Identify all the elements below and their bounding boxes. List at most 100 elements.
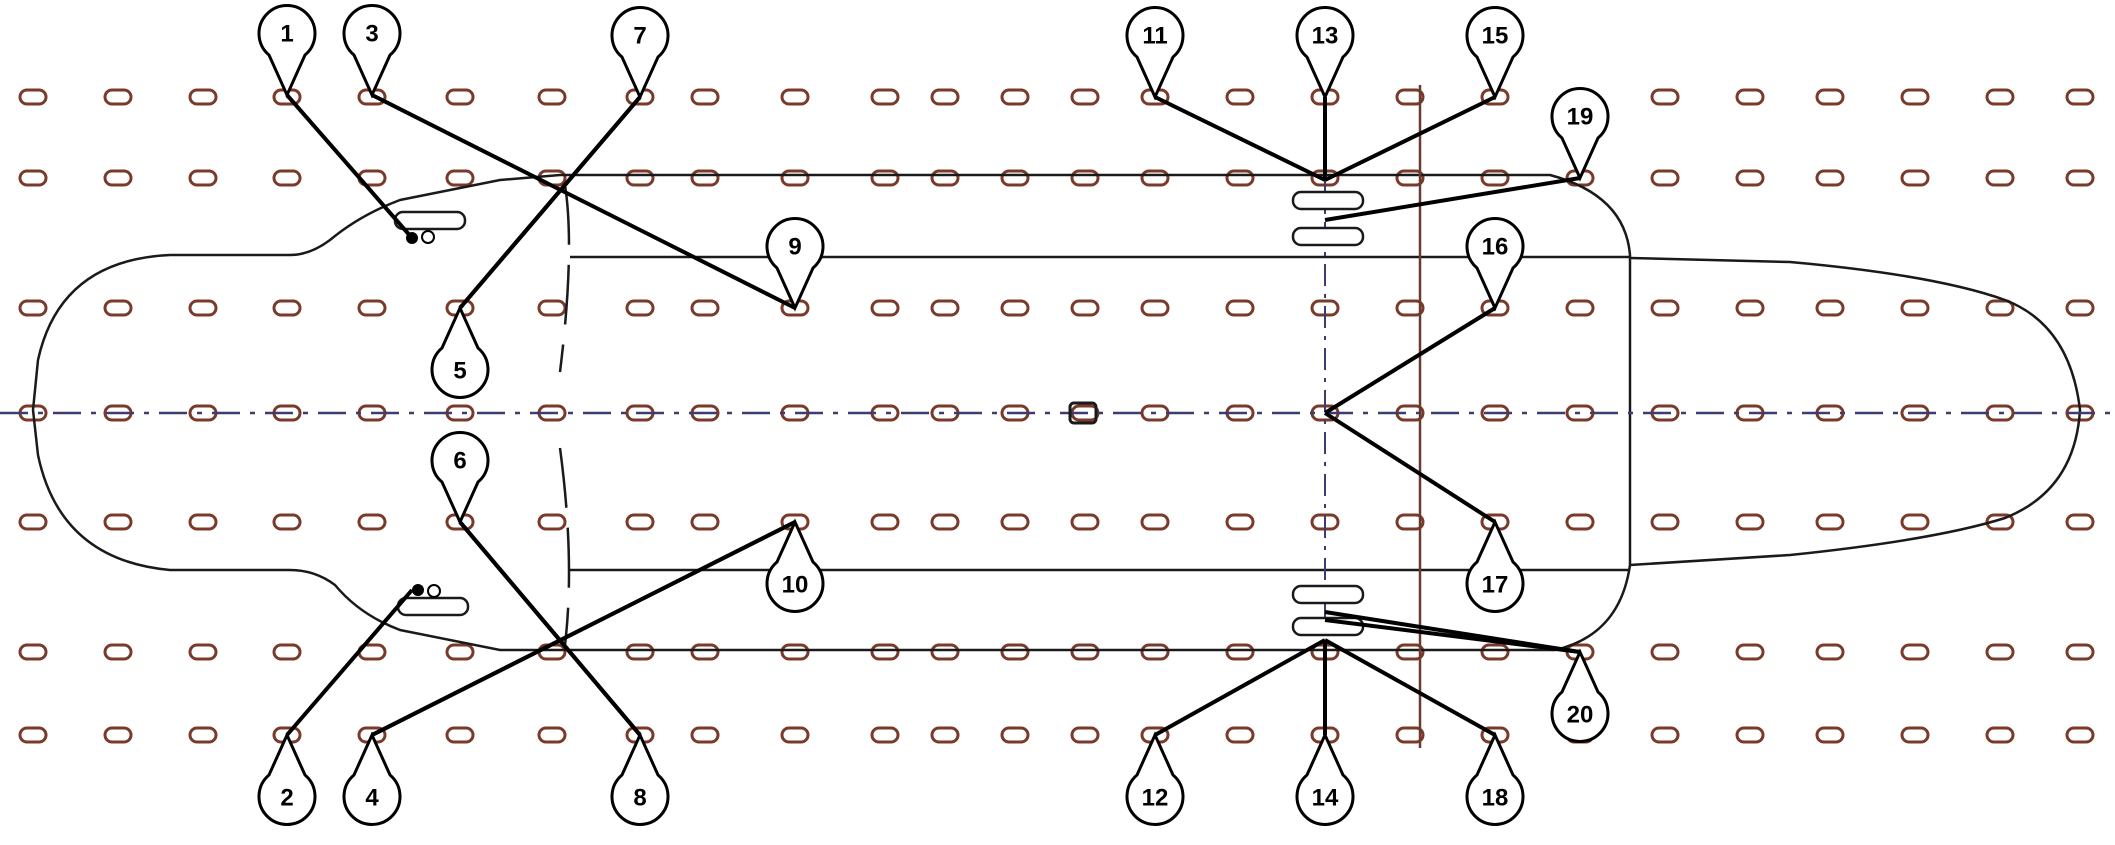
floor-hole bbox=[1395, 643, 1425, 661]
floor-hole bbox=[1000, 88, 1030, 106]
leader-line-extra-1 bbox=[458, 520, 642, 737]
marker-5: 5 bbox=[430, 304, 490, 399]
marker-pin-shape bbox=[1125, 6, 1185, 101]
floor-hole bbox=[1900, 88, 1930, 106]
marker-3: 3 bbox=[342, 4, 402, 99]
floor-hole bbox=[1000, 169, 1030, 187]
floor-hole bbox=[780, 169, 810, 187]
marker-number: 12 bbox=[1142, 785, 1169, 812]
floor-hole bbox=[1070, 643, 1100, 661]
floor-hole bbox=[625, 643, 655, 661]
marker-pin-shape bbox=[1550, 87, 1610, 182]
floor-hole-grid bbox=[18, 88, 2095, 744]
floor-hole bbox=[103, 513, 133, 531]
floor-hole bbox=[870, 726, 900, 744]
floor-hole bbox=[272, 169, 302, 187]
marker-pin-shape bbox=[1295, 731, 1355, 826]
leader-line-16 bbox=[1323, 306, 1497, 415]
floor-hole bbox=[188, 299, 218, 317]
front-tie-down-lower bbox=[396, 596, 470, 617]
marker-leader-lines bbox=[285, 93, 1581, 737]
floor-hole bbox=[870, 169, 900, 187]
marker-pin-shape bbox=[342, 4, 402, 99]
floor-hole bbox=[1735, 299, 1765, 317]
floor-hole bbox=[188, 643, 218, 661]
marker-number: 2 bbox=[280, 785, 293, 812]
lift-pad-bottom-1 bbox=[1291, 584, 1365, 605]
floor-hole bbox=[272, 643, 302, 661]
leader-line-2 bbox=[285, 588, 414, 737]
marker-number: 19 bbox=[1567, 104, 1594, 131]
marker-number: 3 bbox=[365, 21, 378, 48]
leader-line-12 bbox=[1154, 638, 1326, 737]
marker-pin-shape bbox=[1125, 731, 1185, 826]
floor-hole bbox=[690, 169, 720, 187]
marker-pin-shape bbox=[765, 217, 825, 312]
floor-hole bbox=[930, 299, 960, 317]
floor-hole bbox=[1565, 299, 1595, 317]
floor-hole bbox=[1815, 513, 1845, 531]
floor-hole bbox=[1395, 726, 1425, 744]
leader-line-18 bbox=[1324, 638, 1496, 737]
floor-hole bbox=[1650, 726, 1680, 744]
floor-hole bbox=[780, 88, 810, 106]
marker-16: 16 bbox=[1465, 217, 1525, 312]
floor-hole bbox=[1225, 299, 1255, 317]
floor-hole bbox=[1000, 643, 1030, 661]
floor-hole bbox=[103, 643, 133, 661]
floor-hole bbox=[690, 88, 720, 106]
floor-hole bbox=[1395, 513, 1425, 531]
floor-hole bbox=[1395, 299, 1425, 317]
marker-number: 18 bbox=[1482, 785, 1509, 812]
vehicle-outline bbox=[0, 85, 2115, 748]
marker-2: 2 bbox=[257, 731, 317, 826]
marker-7: 7 bbox=[610, 6, 670, 101]
floor-hole bbox=[1735, 513, 1765, 531]
marker-number: 17 bbox=[1482, 572, 1509, 599]
floor-hole bbox=[1070, 169, 1100, 187]
floor-hole bbox=[1480, 643, 1510, 661]
floor-hole bbox=[18, 169, 48, 187]
floor-hole bbox=[188, 726, 218, 744]
floor-hole bbox=[18, 299, 48, 317]
floor-hole bbox=[103, 169, 133, 187]
floor-hole bbox=[1900, 726, 1930, 744]
floor-hole bbox=[1225, 513, 1255, 531]
floor-hole bbox=[1735, 169, 1765, 187]
floor-hole bbox=[1985, 643, 2015, 661]
front-tie-down-upper bbox=[393, 210, 467, 231]
floor-hole bbox=[930, 169, 960, 187]
marker-pin-shape bbox=[1465, 6, 1525, 101]
floor-hole bbox=[870, 643, 900, 661]
leader-line-1 bbox=[285, 93, 414, 240]
front-tie-down-lower-bolt bbox=[412, 584, 424, 596]
floor-hole bbox=[1140, 643, 1170, 661]
floor-hole bbox=[2065, 726, 2095, 744]
leader-line-3 bbox=[371, 93, 796, 310]
floor-hole bbox=[1985, 726, 2015, 744]
marker-11: 11 bbox=[1125, 6, 1185, 101]
marker-pin-shape bbox=[1465, 217, 1525, 312]
floor-hole bbox=[445, 643, 475, 661]
floor-hole bbox=[2065, 513, 2095, 531]
floor-hole bbox=[1985, 88, 2015, 106]
marker-9: 9 bbox=[765, 217, 825, 312]
front-tie-down-upper-bolt-ring bbox=[421, 230, 435, 244]
floor-hole bbox=[18, 513, 48, 531]
floor-hole bbox=[1000, 513, 1030, 531]
floor-hole bbox=[1650, 88, 1680, 106]
marker-19: 19 bbox=[1550, 87, 1610, 182]
marker-number: 6 bbox=[453, 448, 466, 475]
floor-hole bbox=[930, 726, 960, 744]
floor-hole bbox=[1815, 726, 1845, 744]
floor-hole bbox=[537, 88, 567, 106]
marker-pin-shape bbox=[1465, 518, 1525, 613]
floor-hole bbox=[930, 88, 960, 106]
floor-hole bbox=[272, 299, 302, 317]
floor-hole bbox=[1140, 299, 1170, 317]
floor-hole bbox=[1070, 299, 1100, 317]
lift-pad-top-1 bbox=[1291, 190, 1365, 211]
floor-hole bbox=[690, 726, 720, 744]
marker-pin-shape bbox=[1550, 648, 1610, 743]
